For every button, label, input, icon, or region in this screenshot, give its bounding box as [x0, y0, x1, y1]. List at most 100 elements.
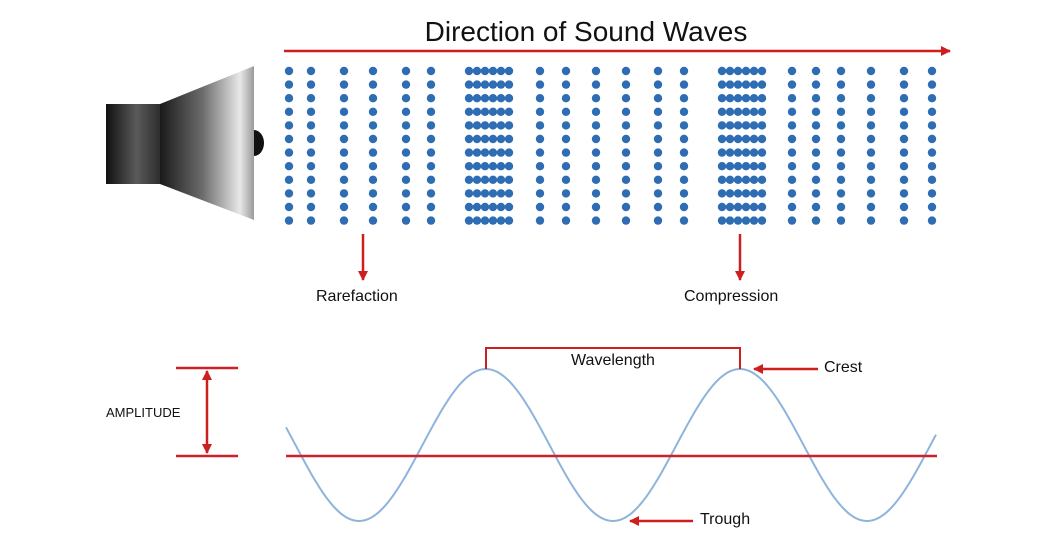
- air-particle: [927, 162, 937, 171]
- air-particle: [653, 175, 663, 184]
- air-particle: [866, 80, 876, 89]
- air-particle: [464, 148, 474, 157]
- air-particle: [717, 94, 727, 103]
- air-particle: [757, 121, 767, 130]
- wavelength-bracket: [485, 347, 741, 369]
- air-particle: [733, 134, 743, 144]
- air-particle: [561, 66, 571, 76]
- air-particle: [306, 134, 316, 144]
- amplitude-label: AMPLITUDE: [106, 405, 181, 420]
- air-particle: [591, 148, 601, 157]
- air-particle: [717, 175, 727, 184]
- air-particle: [621, 175, 631, 184]
- air-particle: [811, 107, 821, 117]
- air-particle: [749, 94, 759, 103]
- air-particle: [401, 94, 411, 103]
- air-particle: [472, 162, 482, 171]
- air-particle: [426, 175, 436, 184]
- air-particle: [866, 202, 876, 212]
- air-particle: [757, 94, 767, 103]
- air-particle: [535, 162, 545, 171]
- air-particle: [306, 216, 316, 225]
- air-particle: [653, 148, 663, 157]
- air-particle: [679, 189, 689, 198]
- air-particle: [899, 216, 909, 225]
- air-particle: [927, 66, 937, 76]
- air-particle: [480, 94, 490, 103]
- air-particle: [733, 189, 743, 198]
- air-particle: [306, 107, 316, 117]
- air-particle: [464, 134, 474, 144]
- air-particle: [787, 216, 797, 225]
- air-particle: [591, 189, 601, 198]
- air-particle: [561, 189, 571, 198]
- air-particle: [496, 107, 506, 117]
- air-particle: [496, 202, 506, 212]
- air-particle: [306, 175, 316, 184]
- air-particle: [811, 202, 821, 212]
- air-particle: [757, 80, 767, 89]
- air-particle: [811, 121, 821, 130]
- air-particle: [725, 216, 735, 225]
- air-particle: [401, 134, 411, 144]
- air-particle: [836, 94, 846, 103]
- air-particle: [733, 216, 743, 225]
- air-particle: [368, 189, 378, 198]
- air-particle: [733, 202, 743, 212]
- air-particle: [899, 66, 909, 76]
- air-particle: [426, 94, 436, 103]
- air-particle: [653, 94, 663, 103]
- sine-wave: [285, 367, 937, 522]
- air-particle: [426, 216, 436, 225]
- air-particle: [717, 107, 727, 117]
- air-particle: [488, 162, 498, 171]
- air-particle: [306, 189, 316, 198]
- air-particle: [927, 107, 937, 117]
- air-particle: [480, 202, 490, 212]
- air-particle: [811, 94, 821, 103]
- air-particle: [480, 80, 490, 89]
- speaker-dome: [254, 130, 264, 156]
- air-particle: [504, 175, 514, 184]
- air-particle: [535, 80, 545, 89]
- air-particle: [836, 162, 846, 171]
- air-particle: [717, 162, 727, 171]
- air-particle: [561, 107, 571, 117]
- air-particle: [679, 66, 689, 76]
- air-particle: [836, 148, 846, 157]
- air-particle: [591, 216, 601, 225]
- wavelength-label: Wavelength: [571, 352, 655, 369]
- air-particle: [401, 162, 411, 171]
- air-particle: [472, 148, 482, 157]
- air-particle: [836, 189, 846, 198]
- air-particle: [621, 94, 631, 103]
- air-particle: [749, 189, 759, 198]
- air-particle: [284, 189, 294, 198]
- air-particle: [757, 175, 767, 184]
- air-particle: [679, 134, 689, 144]
- air-particle: [472, 175, 482, 184]
- air-particle: [733, 121, 743, 130]
- air-particle: [504, 80, 514, 89]
- air-particle: [504, 66, 514, 76]
- air-particle: [787, 134, 797, 144]
- air-particle: [717, 202, 727, 212]
- air-particle: [621, 189, 631, 198]
- air-particle: [284, 202, 294, 212]
- air-particle: [488, 94, 498, 103]
- air-particle: [621, 66, 631, 76]
- air-particle: [717, 121, 727, 130]
- air-particle: [561, 202, 571, 212]
- speaker-cone: [160, 66, 254, 220]
- air-particle: [504, 107, 514, 117]
- air-particle: [899, 80, 909, 89]
- air-particle: [306, 148, 316, 157]
- air-particle: [757, 162, 767, 171]
- air-particle: [488, 66, 498, 76]
- air-particle: [561, 148, 571, 157]
- air-particle: [749, 175, 759, 184]
- air-particle: [472, 66, 482, 76]
- air-particle: [591, 121, 601, 130]
- air-particle: [591, 107, 601, 117]
- air-particle: [741, 107, 751, 117]
